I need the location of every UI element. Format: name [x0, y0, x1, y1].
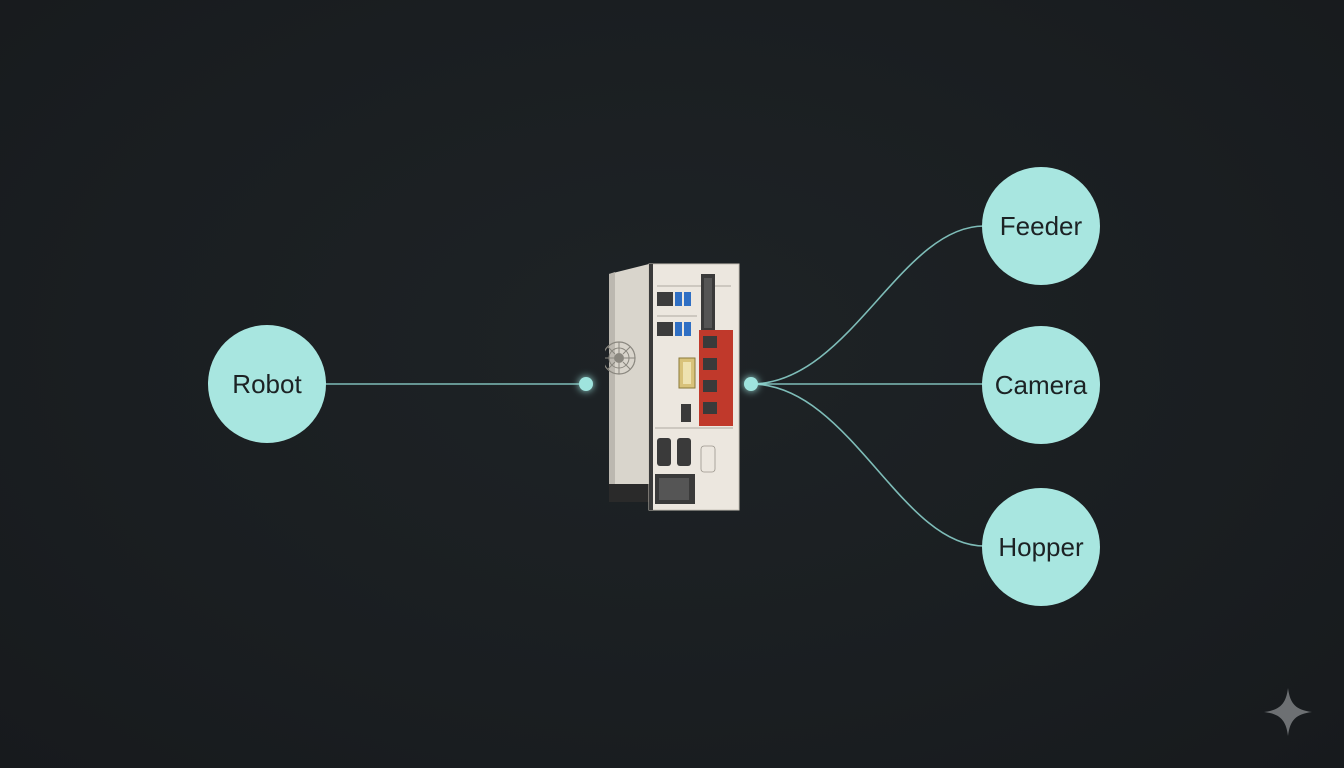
node-feeder-label: Feeder: [999, 210, 1083, 241]
port-dot-right: [744, 377, 758, 391]
node-hopper[interactable]: Hopper: [982, 488, 1100, 606]
node-feeder[interactable]: Feeder: [982, 167, 1100, 285]
wire-hub-feeder: [750, 225, 985, 385]
node-robot[interactable]: Robot: [208, 325, 326, 443]
sparkle-icon: [1264, 688, 1312, 736]
node-robot-label: Robot: [232, 368, 302, 399]
port-dot-left: [579, 377, 593, 391]
fan-grille: [605, 341, 636, 375]
node-camera-label: Camera: [994, 369, 1088, 400]
node-hopper-label: Hopper: [998, 531, 1084, 562]
industrial-pc-icon: [605, 263, 740, 511]
wire-hub-hopper: [750, 383, 985, 547]
node-camera[interactable]: Camera: [982, 326, 1100, 444]
